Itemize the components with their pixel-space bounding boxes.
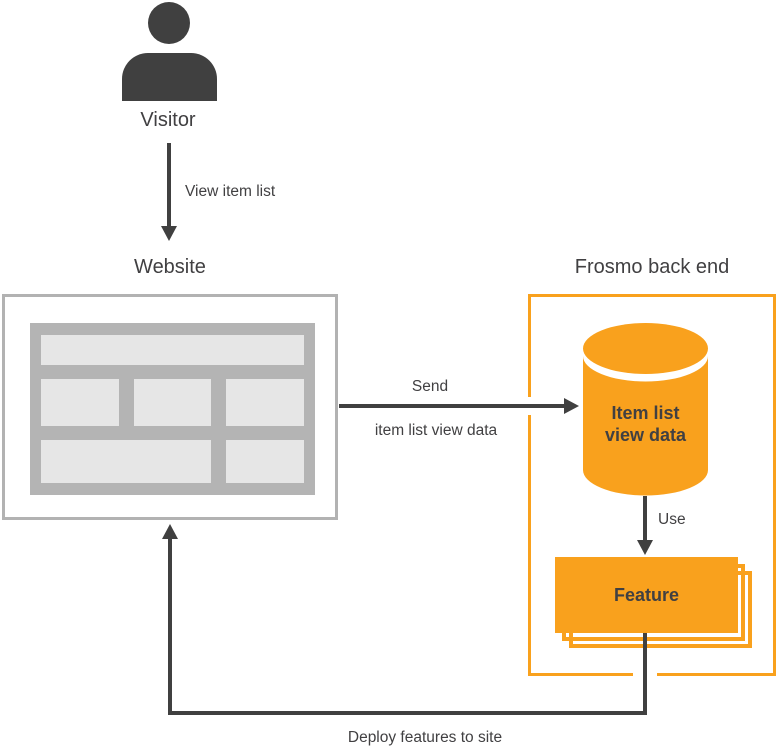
visitor-icon — [122, 53, 217, 101]
border-gap — [633, 668, 657, 680]
datastore-label-line1: Item list — [611, 403, 680, 423]
feature-box: Feature — [555, 557, 738, 633]
send-label-line2: item list view data — [374, 422, 498, 439]
use-label: Use — [658, 511, 686, 528]
website-box — [2, 294, 338, 520]
database-cylinder-icon — [583, 323, 708, 496]
arrowhead — [162, 524, 178, 539]
arrowhead — [161, 226, 177, 241]
wireframe-block — [226, 379, 304, 426]
wireframe-block — [41, 440, 211, 483]
deploy-label: Deploy features to site — [347, 729, 503, 746]
send-label: Send — [411, 378, 449, 395]
visitor-label: Visitor — [140, 109, 196, 131]
website-label: Website — [134, 256, 206, 278]
wireframe-block — [226, 440, 304, 483]
visitor-icon-head — [148, 2, 190, 44]
wireframe-block — [41, 335, 304, 365]
wireframe-block — [41, 379, 119, 426]
datastore-label: Item list view data — [583, 402, 708, 446]
datastore-label-line2: view data — [604, 425, 687, 445]
border-gap — [524, 397, 536, 415]
feature-label: Feature — [613, 584, 680, 605]
backend-label: Frosmo back end — [574, 256, 730, 278]
website-wireframe-icon — [30, 323, 315, 495]
wireframe-block — [134, 379, 211, 426]
view-item-list-label: View item list — [185, 183, 276, 200]
